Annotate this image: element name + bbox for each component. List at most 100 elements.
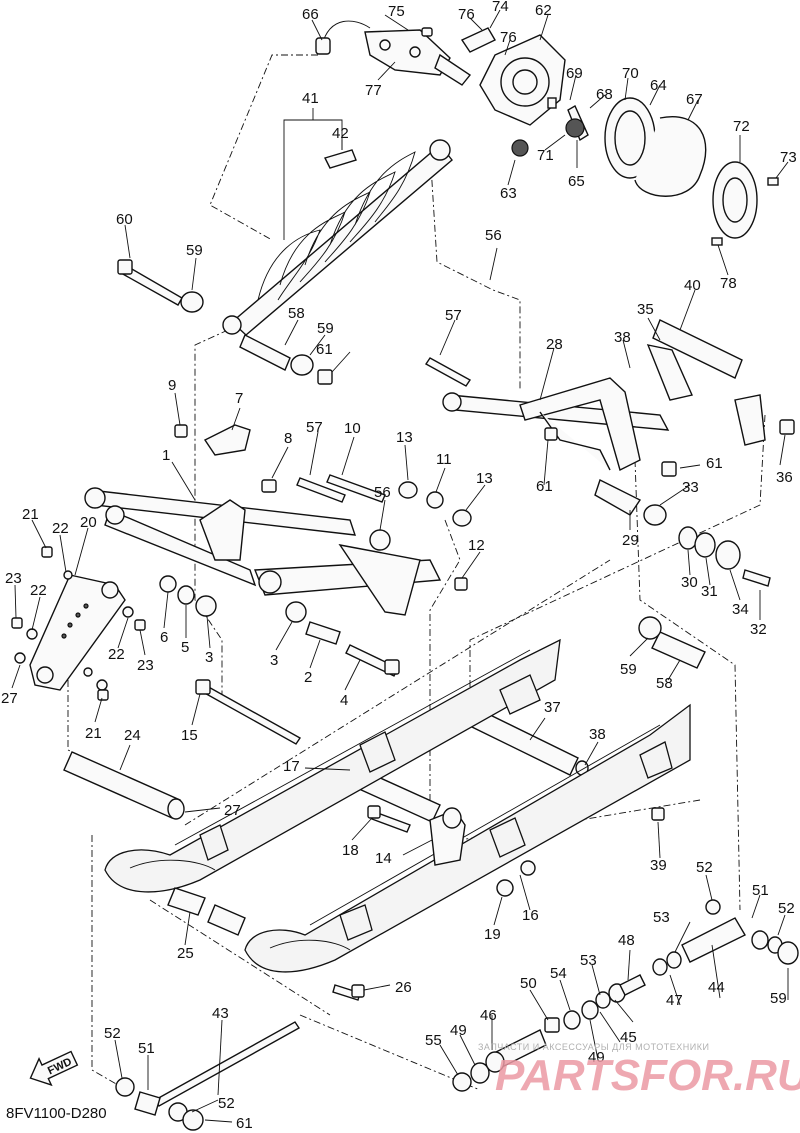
callout: 16 — [522, 907, 539, 924]
callout: 43 — [212, 1005, 229, 1022]
callout: 66 — [302, 6, 319, 23]
diagram-code: 8FV1100-D280 — [6, 1105, 107, 1122]
callout: 23 — [137, 657, 154, 674]
callout: 26 — [395, 979, 412, 996]
callout: 29 — [622, 532, 639, 549]
callout: 61 — [236, 1115, 253, 1132]
callout: 74 — [492, 0, 509, 15]
callout: 14 — [375, 850, 392, 867]
swing-arm-bushings — [678, 526, 771, 587]
callout: 53 — [580, 952, 597, 969]
callout: 9 — [168, 377, 176, 394]
gearbox-cover — [479, 34, 589, 157]
callout: 53 — [653, 909, 670, 926]
callout: 8 — [284, 430, 292, 447]
callout: 4 — [340, 692, 348, 709]
callout: 15 — [181, 727, 198, 744]
callout: 11 — [436, 451, 452, 468]
callout: 18 — [342, 842, 359, 859]
slide-rail-left — [104, 638, 561, 893]
callout: 44 — [708, 979, 725, 996]
callout: 57 — [445, 307, 462, 324]
shock-stopper-assembly — [452, 899, 799, 1092]
callout: 51 — [752, 882, 769, 899]
callout: 7 — [235, 390, 243, 407]
callout: 73 — [780, 149, 797, 166]
callout: 56 — [485, 227, 502, 244]
rear-axle — [115, 1021, 301, 1131]
callout: 34 — [732, 601, 749, 618]
callout: 67 — [686, 91, 703, 108]
callout: 52 — [104, 1025, 121, 1042]
callout: 27 — [224, 802, 241, 819]
callout: 33 — [682, 479, 699, 496]
callout: 36 — [776, 469, 793, 486]
callout: 24 — [124, 727, 141, 744]
callout: 60 — [116, 211, 133, 228]
callout: 70 — [622, 65, 639, 82]
callout: 42 — [332, 125, 349, 142]
callout: 21 — [22, 506, 39, 523]
fwd-arrow-icon — [29, 1050, 79, 1087]
callout: 65 — [568, 173, 585, 190]
callout: 50 — [520, 975, 537, 992]
callout: 17 — [283, 758, 300, 775]
callout: 47 — [666, 992, 683, 1009]
callout: 59 — [317, 320, 334, 337]
callout: 35 — [637, 301, 654, 318]
callout: 75 — [388, 3, 405, 20]
callout: 55 — [425, 1032, 442, 1049]
callout: 30 — [681, 574, 698, 591]
callout: 3 — [270, 652, 278, 669]
callout: 27 — [1, 690, 18, 707]
callout: 20 — [80, 514, 97, 531]
shock-mount-hardware — [117, 259, 333, 385]
callout: 59 — [620, 661, 637, 678]
callout: 78 — [720, 275, 737, 292]
reverse-cable-assembly — [315, 20, 496, 86]
callout: 10 — [344, 420, 361, 437]
watermark-tagline: ЗАПЧАСТИ И АКСЕССУАРЫ ДЛЯ МОТОТЕХНИКИ — [478, 1042, 709, 1052]
callout: 61 — [706, 455, 723, 472]
callout: 64 — [650, 77, 667, 94]
callout: 59 — [186, 242, 203, 259]
callout: 68 — [596, 86, 613, 103]
callout: 37 — [544, 699, 561, 716]
center-bracket — [367, 805, 665, 897]
callout: 32 — [750, 621, 767, 638]
shock-absorber — [222, 139, 453, 336]
callout: 49 — [450, 1022, 467, 1039]
front-swing-arm — [84, 424, 472, 616]
callout: 23 — [5, 570, 22, 587]
callout: 22 — [30, 582, 47, 599]
callout: 61 — [536, 478, 553, 495]
rear-swing-arm — [424, 319, 795, 526]
callout: 58 — [288, 305, 305, 322]
callout: 2 — [304, 669, 312, 686]
callout: 22 — [52, 520, 69, 537]
rail-collars — [167, 887, 365, 1001]
slide-rail-right — [244, 703, 691, 973]
callout: 51 — [138, 1040, 155, 1057]
callout: 71 — [537, 147, 554, 164]
callout: 31 — [701, 583, 718, 600]
fwd-indicator: FWD — [29, 1050, 79, 1087]
callout: 12 — [468, 537, 485, 554]
callout: 3 — [205, 649, 213, 666]
callout: 52 — [696, 859, 713, 876]
callout: 52 — [778, 900, 795, 917]
callout: 61 — [316, 341, 333, 358]
callout: 21 — [85, 725, 102, 742]
callout: 58 — [656, 675, 673, 692]
callout: 5 — [181, 639, 189, 656]
callout: 38 — [614, 329, 631, 346]
fwd-label: FWD — [46, 1056, 74, 1077]
callout: 69 — [566, 65, 583, 82]
callout: 62 — [535, 2, 552, 19]
callout: 54 — [550, 965, 567, 982]
callout: 56 — [374, 484, 391, 501]
callout: 46 — [480, 1007, 497, 1024]
callout: 1 — [162, 447, 170, 464]
